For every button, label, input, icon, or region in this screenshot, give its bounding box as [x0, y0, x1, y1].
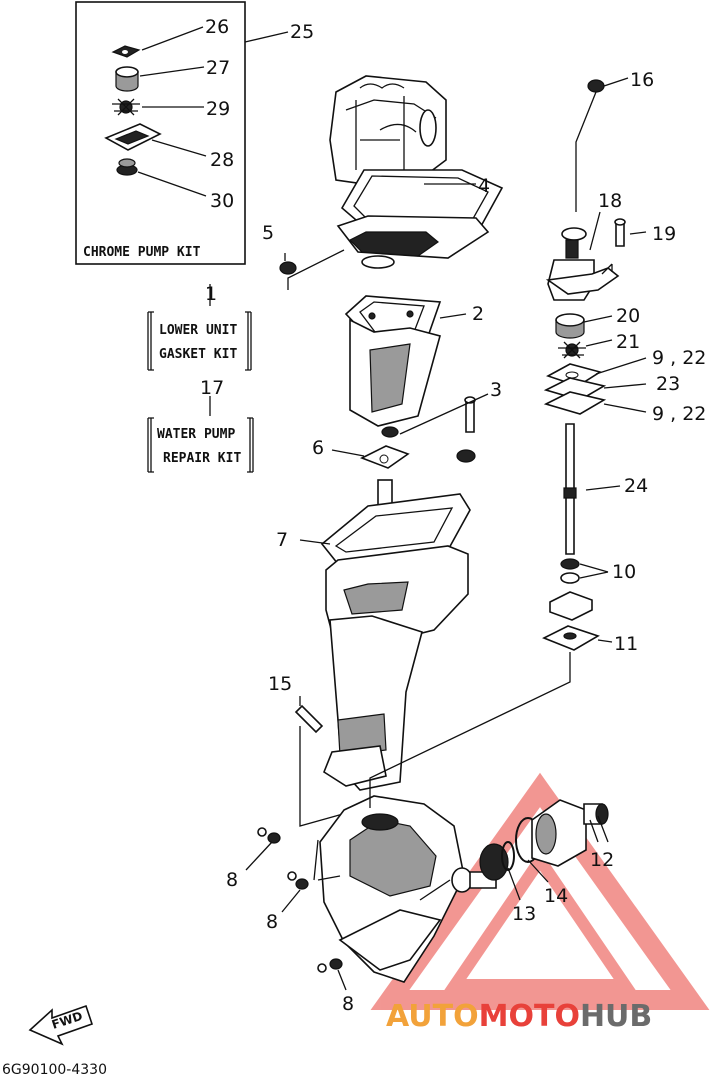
- washers-part-10: [560, 558, 609, 584]
- callout-10: 10: [612, 561, 636, 583]
- callout-3: 3: [490, 379, 502, 401]
- lower-unit-gasket-kit-box: [147, 284, 252, 371]
- callout-23: 23: [656, 373, 680, 395]
- callout-2: 2: [472, 303, 484, 325]
- driveshaft-part-24: [563, 423, 621, 555]
- callout-6: 6: [312, 437, 324, 459]
- callout-15: 15: [268, 673, 292, 695]
- callout-29: 29: [206, 98, 230, 120]
- lower-unit-kit-label-line1: LOWER UNIT: [159, 323, 237, 338]
- callout-5: 5: [262, 222, 274, 244]
- pump-plates-parts-9-22-23: [543, 357, 647, 415]
- seal-part-30: [116, 158, 138, 176]
- callout-7: 7: [276, 529, 288, 551]
- water-pump-kit-label-line2: REPAIR KIT: [163, 451, 241, 466]
- callout-8-a: 8: [226, 869, 238, 891]
- nut-part-5: [279, 249, 345, 290]
- adapter-plate-part-4: [336, 169, 504, 269]
- watermark-auto: AUTO: [386, 999, 479, 1034]
- chrome-pump-kit-box: [75, 1, 289, 265]
- water-pump-repair-kit-box: [147, 396, 254, 473]
- impeller-part-21: [558, 339, 613, 359]
- insert-part-20: [555, 313, 613, 339]
- callout-labels: 26 25 27 29 28 30 16 4 18 5 19 1 2 20 21…: [200, 16, 706, 1015]
- watermark-triangle: [370, 772, 710, 1010]
- callout-21: 21: [616, 331, 640, 353]
- callout-28: 28: [210, 149, 234, 171]
- drawing-number: 6G90100-4330: [2, 1062, 107, 1077]
- callout-1: 1: [205, 283, 217, 305]
- gearcase-lower-unit: [313, 795, 465, 983]
- chrome-pump-kit-label: CHROME PUMP KIT: [83, 245, 201, 260]
- callout-17: 17: [200, 377, 224, 399]
- watermark-logo: AUTOMOTOHUB: [386, 999, 652, 1034]
- fwd-arrow-icon: [28, 1004, 94, 1046]
- water-pump-kit-label-line1: WATER PUMP: [157, 427, 235, 442]
- callout-16: 16: [630, 69, 654, 91]
- callout-20: 20: [616, 305, 640, 327]
- callout-19: 19: [652, 223, 676, 245]
- lower-unit-kit-label-line2: GASKET KIT: [159, 347, 237, 362]
- callout-13: 13: [512, 903, 536, 925]
- callout-9-22-b: 9 , 22: [652, 403, 706, 425]
- upper-casing-part-2: [344, 295, 467, 427]
- callout-8-c: 8: [342, 993, 354, 1015]
- callout-9-22-a: 9 , 22: [652, 347, 706, 369]
- callout-8-b: 8: [266, 911, 278, 933]
- gasket-part-6: [331, 445, 410, 469]
- cartridge-part-27: [115, 66, 139, 92]
- bolts-part-8: [245, 827, 347, 991]
- callout-26: 26: [205, 16, 229, 38]
- shift-rod-part-16: [575, 77, 629, 212]
- callout-14: 14: [544, 885, 568, 907]
- callout-12: 12: [590, 849, 614, 871]
- impeller-part-29: [112, 98, 140, 116]
- watermark-moto: MOTO: [479, 999, 580, 1034]
- powerhead-assembly: [329, 75, 447, 191]
- bolt-part-19: [601, 218, 647, 275]
- callout-30: 30: [210, 190, 234, 212]
- callout-27: 27: [206, 57, 230, 79]
- callout-18: 18: [598, 190, 622, 212]
- seal-housing-part-11: [369, 591, 613, 808]
- water-pump-housing-part-18: [545, 211, 620, 301]
- callout-25: 25: [290, 21, 314, 43]
- propeller-shaft-parts: [419, 799, 609, 901]
- watermark-hub: HUB: [580, 999, 652, 1034]
- callout-24: 24: [624, 475, 648, 497]
- callout-4: 4: [478, 175, 490, 197]
- driveshaft-housing: [299, 479, 471, 791]
- stud-part-3: [381, 393, 489, 463]
- callout-11: 11: [614, 633, 638, 655]
